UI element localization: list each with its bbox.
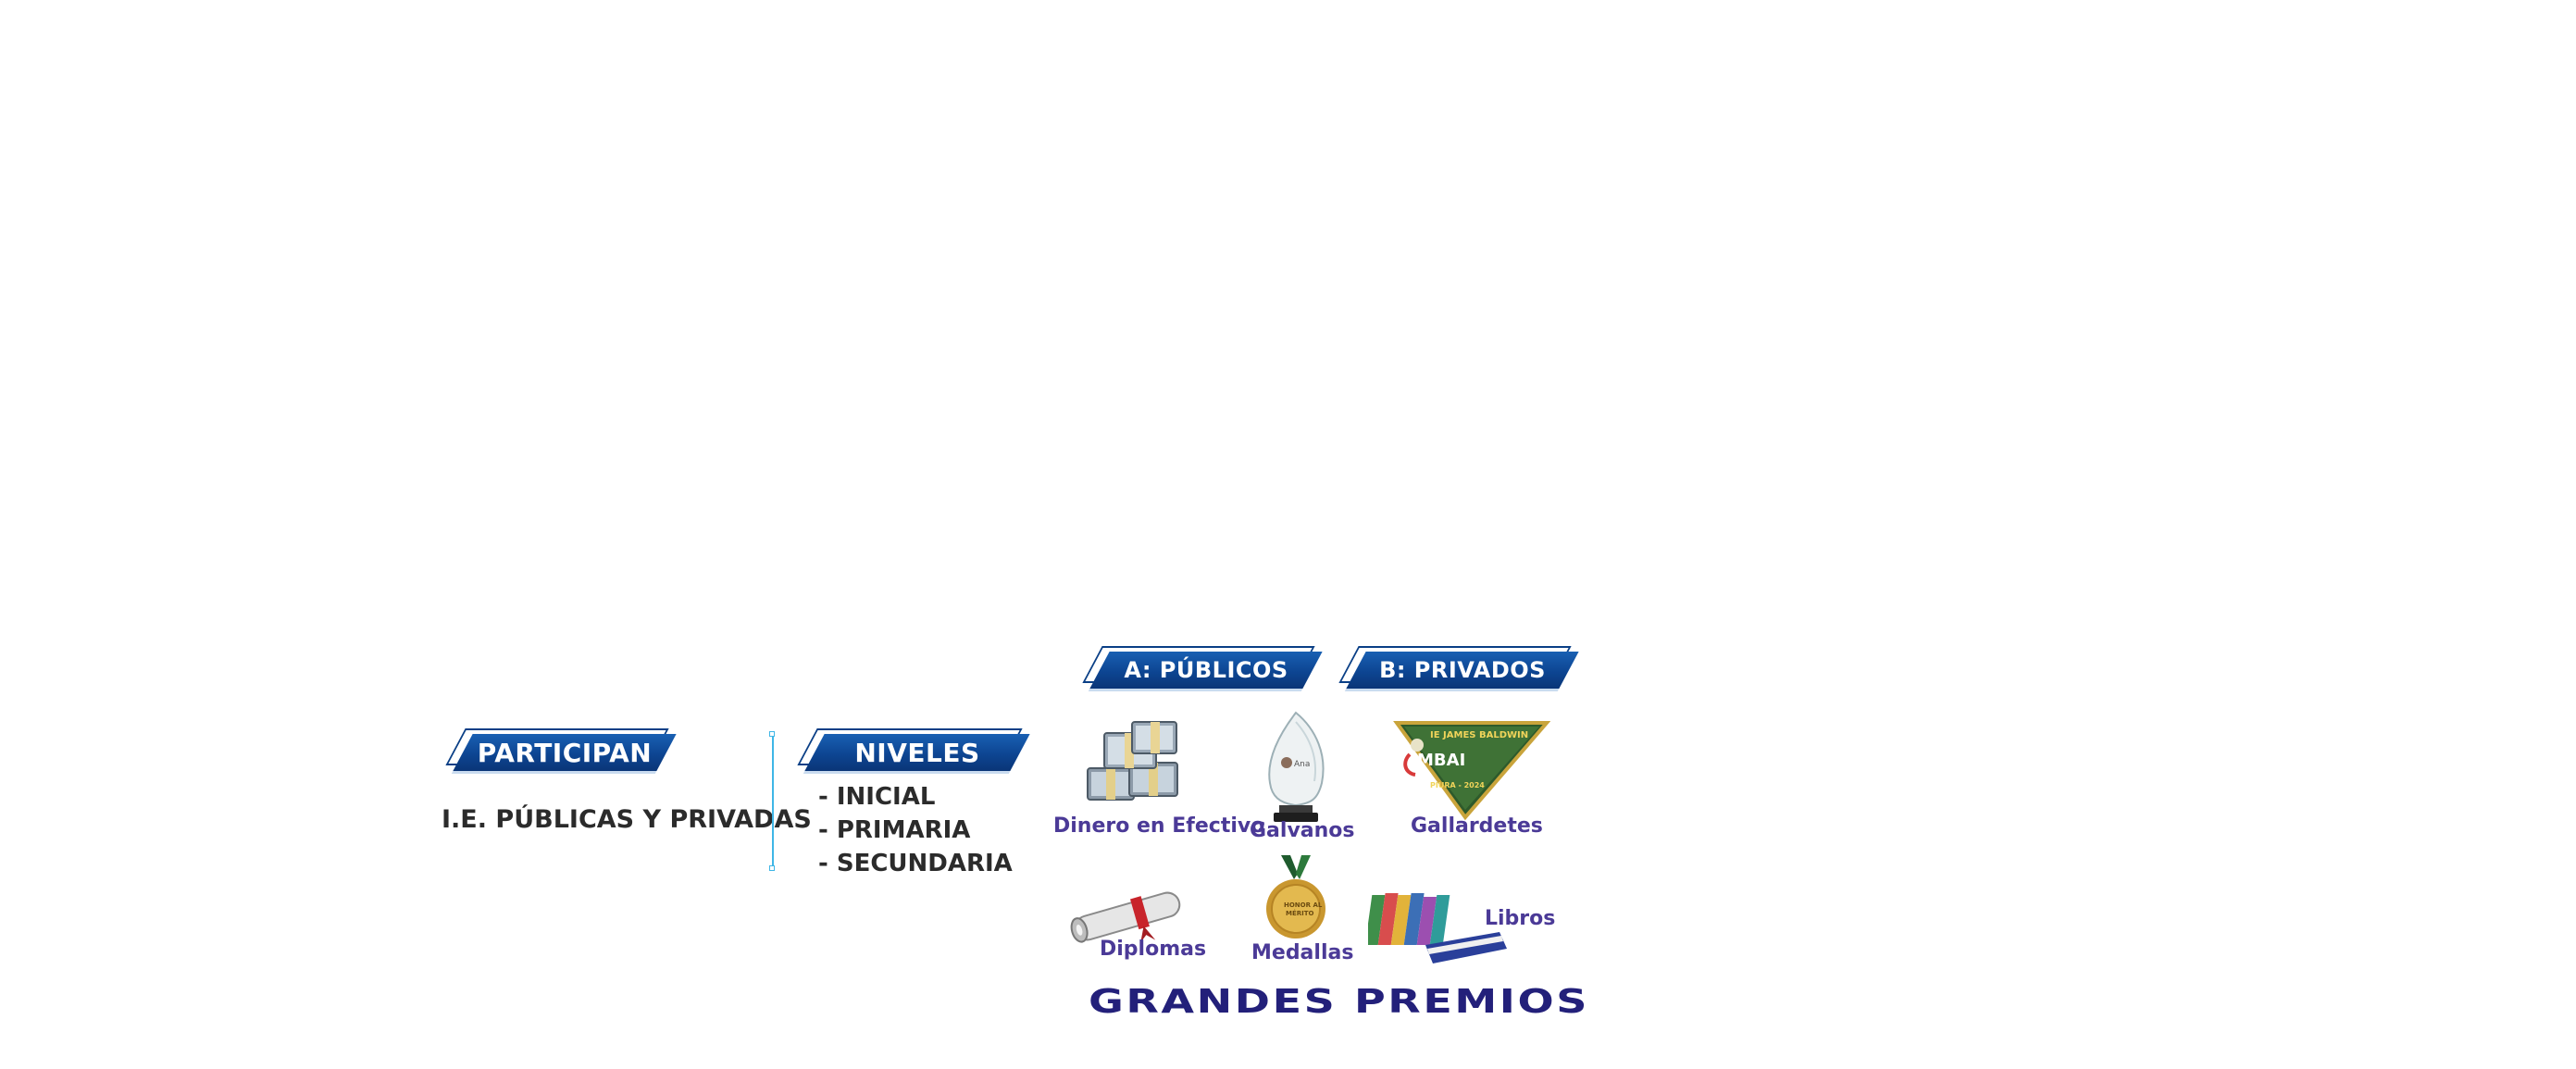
prize-medallas-label: Medallas xyxy=(1251,941,1354,964)
money-stack-icon xyxy=(1087,721,1178,801)
niveles-item: - PRIMARIA xyxy=(818,816,971,844)
category-a-banner: A: PÚBLICOS xyxy=(1082,646,1323,689)
diploma-icon xyxy=(1070,891,1181,943)
trophy-text: Ana xyxy=(1294,760,1310,769)
pennant-icon: IE JAMES BALDWIN MBAI PIURA - 2024 xyxy=(1393,721,1550,821)
category-b-label: B: PRIVADOS xyxy=(1379,657,1546,683)
niveles-list: - INICIAL - PRIMARIA - SECUNDARIA xyxy=(818,780,1013,880)
niveles-heading: NIVELES xyxy=(854,737,980,768)
niveles-item: - INICIAL xyxy=(818,783,936,811)
niveles-item: - SECUNDARIA xyxy=(818,850,1013,877)
participan-text: I.E. PÚBLICAS Y PRIVADAS xyxy=(442,805,812,834)
divider xyxy=(772,735,774,868)
medal-icon: HONOR AL MÉRITO xyxy=(1266,855,1325,938)
pennant-top-text: IE JAMES BALDWIN xyxy=(1430,730,1528,740)
prize-diplomas-label: Diplomas xyxy=(1100,938,1207,961)
pennant-bottom-text: PIURA - 2024 xyxy=(1430,781,1485,789)
prize-galvanos-label: Galvanos xyxy=(1250,819,1355,842)
divider-bottom-handle xyxy=(769,865,775,871)
pennant-logo-text: MBAI xyxy=(1417,751,1465,770)
trophy-icon: Ana xyxy=(1268,711,1325,822)
participan-banner: PARTICIPAN xyxy=(445,728,677,771)
divider-top-handle xyxy=(769,731,775,737)
category-b-banner: B: PRIVADOS xyxy=(1338,646,1579,689)
category-a-label: A: PÚBLICOS xyxy=(1124,657,1288,683)
participan-heading: PARTICIPAN xyxy=(477,737,653,768)
books-icon xyxy=(1368,893,1507,963)
prize-dinero-label: Dinero en Efectivo xyxy=(1053,814,1265,838)
medal-text-line2: MÉRITO xyxy=(1286,909,1314,917)
prize-gallardetes-label: Gallardetes xyxy=(1411,814,1543,838)
niveles-banner: NIVELES xyxy=(797,728,1030,771)
prize-libros-label: Libros xyxy=(1485,907,1556,930)
grandes-premios-title: GRANDES PREMIOS xyxy=(1089,983,1589,1021)
medal-text-line1: HONOR AL xyxy=(1284,901,1323,909)
